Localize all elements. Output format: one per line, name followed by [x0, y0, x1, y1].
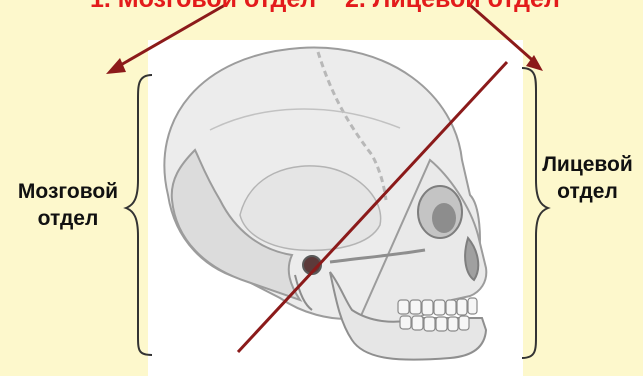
- right-side-label: Лицевой отдел: [535, 151, 640, 205]
- left-label-line2: отдел: [8, 205, 128, 232]
- right-brace: [522, 68, 548, 358]
- right-label-line1: Лицевой: [535, 151, 640, 178]
- top-right-label: 2. Лицевой отдел: [345, 0, 560, 14]
- top-left-label: 1. Мозговой отдел: [90, 0, 316, 14]
- orbit-shadow: [432, 203, 456, 233]
- right-label-line2: отдел: [535, 178, 640, 205]
- left-label-line1: Мозговой: [8, 178, 128, 205]
- left-side-label: Мозговой отдел: [8, 178, 128, 232]
